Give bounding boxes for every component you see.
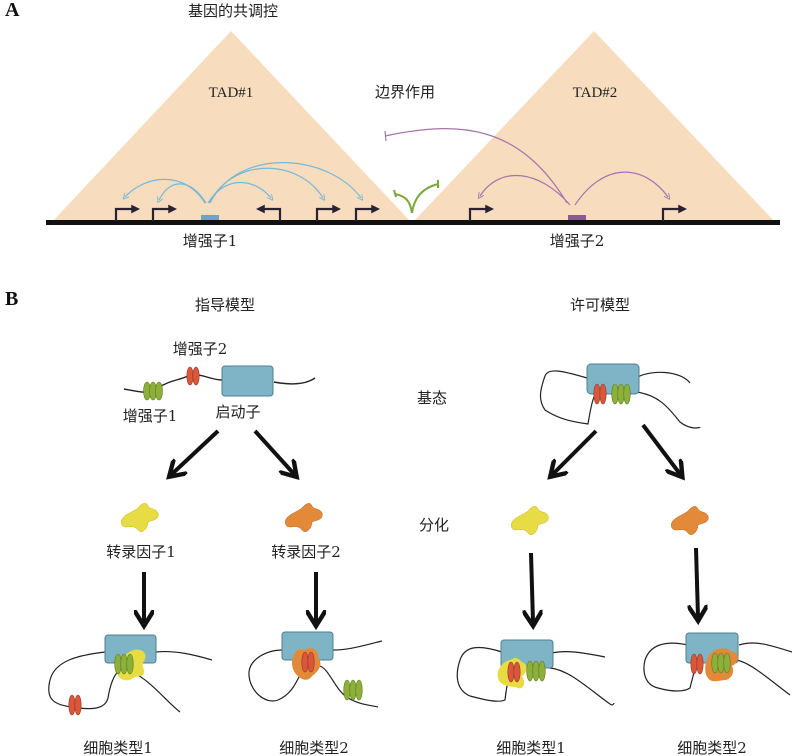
enhancer1-green-cluster <box>143 381 163 401</box>
tad2-label: TAD#2 <box>573 85 618 101</box>
enhancer1-label-a: 增强子1 <box>183 232 238 250</box>
instructive-branch-arrows <box>172 429 294 474</box>
enhancer1-label-b: 增强子1 <box>123 407 178 425</box>
enhancer2-block <box>568 215 586 220</box>
tad1-label: TAD#1 <box>209 85 254 101</box>
differentiation-label: 分化 <box>419 516 449 534</box>
instructive-cell-type-2: 细胞类型2 <box>248 631 383 756</box>
tf1-label: 转录因子1 <box>106 543 176 561</box>
arrow-icon <box>253 429 294 474</box>
cell-type-label: 细胞类型1 <box>83 739 153 756</box>
promoter-arrow-icon <box>468 204 495 221</box>
permissive-ground-state: 基态 <box>417 363 701 429</box>
blocked-arc-bar <box>384 130 387 142</box>
boundary-insulator-icon <box>393 180 439 214</box>
instructive-cell-type-1: 细胞类型1 <box>48 634 213 756</box>
permissive-model-title: 许可模型 <box>570 296 630 314</box>
tad1-triangle <box>52 31 411 222</box>
panel-b-label: B <box>5 288 18 310</box>
arrow-icon <box>553 429 598 474</box>
instructive-model-title: 指导模型 <box>195 296 255 314</box>
arc <box>209 162 361 204</box>
tf-row: 转录因子1 转录因子2 分化 <box>106 503 709 561</box>
arrow-icon <box>531 552 533 622</box>
promoter-arrow-icon <box>315 204 342 221</box>
arrow-icon <box>641 423 680 474</box>
cell-type-label: 细胞类型2 <box>677 739 747 756</box>
cell-type-label: 细胞类型1 <box>496 739 566 756</box>
blocked-arc <box>384 128 568 204</box>
tf1-icon <box>121 503 159 532</box>
ground-state-label: 基态 <box>417 389 447 407</box>
promoter-label: 启动子 <box>215 403 260 421</box>
promoter-arrow-icon <box>354 204 381 221</box>
arc <box>159 183 207 203</box>
instructive-ground-state: 增强子2 增强子1 启动子 <box>123 340 316 425</box>
tf1-icon <box>511 506 549 535</box>
enhancer2-label-a: 增强子2 <box>550 232 605 250</box>
enhancer2-arcs <box>384 128 668 206</box>
boundary-effect-label: 边界作用 <box>375 83 435 101</box>
tad2-triangle <box>413 31 775 222</box>
arc <box>125 178 206 204</box>
arc <box>574 171 668 206</box>
binding-arrows <box>144 547 698 622</box>
enhancer1-arcs <box>125 162 361 204</box>
enhancer1-block <box>201 215 219 220</box>
promoter-arrow-icon <box>255 204 282 221</box>
promoter-arrow-icon <box>114 204 141 221</box>
promoter-arrow-icon <box>661 204 688 221</box>
permissive-cell-type-1: 细胞类型1 <box>456 639 615 756</box>
tad1-promoters <box>114 204 381 221</box>
tf2-icon <box>671 506 709 535</box>
cell-type-label: 细胞类型2 <box>279 739 349 756</box>
arrow-icon <box>696 547 698 617</box>
promoter-box <box>221 365 274 397</box>
tad2-promoters <box>468 204 688 221</box>
enhancer2-label-b: 增强子2 <box>173 340 228 358</box>
arrow-icon <box>172 429 220 474</box>
promoter-arrow-icon <box>151 204 178 221</box>
arc <box>480 174 571 206</box>
permissive-cell-type-2: 细胞类型2 <box>643 632 793 756</box>
panel-a-label: A <box>5 0 20 21</box>
chromatin-line <box>46 220 780 225</box>
tf2-icon <box>285 503 323 532</box>
co-regulation-title: 基因的共调控 <box>188 2 278 20</box>
enhancer2-red-cluster <box>186 366 200 386</box>
permissive-branch-arrows <box>553 423 680 474</box>
tf2-label: 转录因子2 <box>271 543 341 561</box>
